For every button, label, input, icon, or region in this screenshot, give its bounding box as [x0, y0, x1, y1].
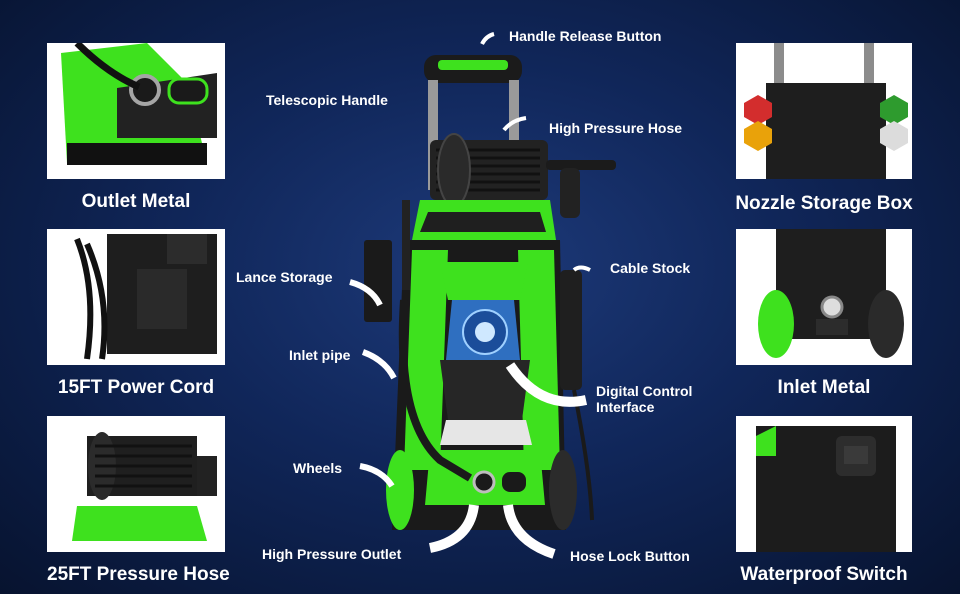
waterproof-switch-photo	[736, 416, 912, 552]
outlet-metal-caption: Outlet Metal	[81, 191, 191, 212]
waterproof-switch-caption: Waterproof Switch	[740, 564, 908, 585]
pressure-hose-caption: 25FT Pressure Hose	[47, 564, 230, 585]
inlet-metal-caption: Inlet Metal	[777, 377, 871, 398]
callout-high-pressure-outlet: High Pressure Outlet	[262, 546, 402, 562]
nozzle-storage-caption: Nozzle Storage Box	[735, 193, 913, 214]
callout-hose-lock-button: Hose Lock Button	[570, 548, 690, 564]
callout-high-pressure-hose: High Pressure Hose	[549, 120, 683, 136]
power-cord-caption: 15FT Power Cord	[57, 377, 215, 398]
power-cord-photo	[47, 229, 225, 365]
callout-digital-control-line2: Interface	[596, 399, 655, 415]
pressure-hose-photo	[47, 416, 225, 552]
inlet-metal-photo	[736, 229, 912, 365]
callout-digital-control-line1: Digital Control	[596, 383, 693, 399]
callout-wheels: Wheels	[293, 460, 343, 476]
outlet-metal-photo	[47, 43, 225, 179]
callout-cable-stock: Cable Stock	[610, 260, 691, 276]
callout-inlet-pipe: Inlet pipe	[289, 347, 351, 363]
nozzle-storage-photo	[736, 43, 912, 179]
callout-lance-storage: Lance Storage	[236, 269, 333, 285]
callout-telescopic-handle: Telescopic Handle	[266, 92, 388, 108]
callout-handle-release-button: Handle Release Button	[509, 28, 662, 44]
